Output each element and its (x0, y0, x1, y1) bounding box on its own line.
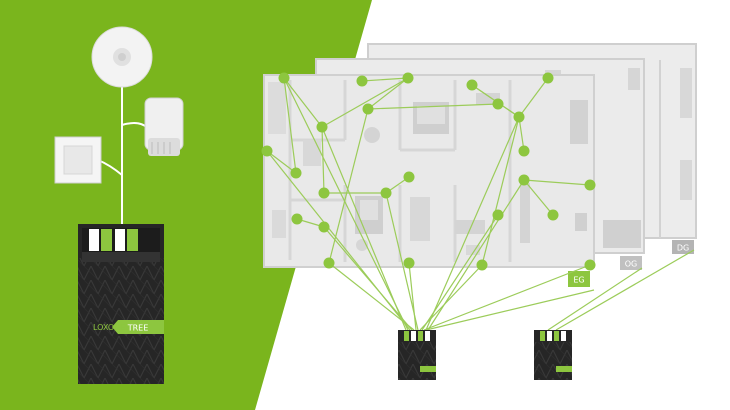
node (584, 179, 596, 191)
tree-badge-label: TREE (127, 324, 149, 333)
node (403, 257, 415, 269)
floor-label-eg: EG (568, 271, 590, 287)
node (403, 171, 415, 183)
wall-switch-icon (54, 136, 102, 184)
node (323, 257, 335, 269)
valve-actuator-icon (144, 97, 184, 156)
node (362, 103, 374, 115)
node (518, 174, 530, 186)
svg-text:OG: OG (625, 260, 638, 269)
floor-label-dg: DG (672, 240, 694, 254)
tree-links (266, 77, 695, 331)
node (518, 145, 530, 157)
node (318, 221, 330, 233)
node (584, 259, 596, 271)
tree-module-og-dg (534, 330, 572, 380)
node (318, 187, 330, 199)
brand-label: LOXONE (93, 323, 125, 332)
node (278, 72, 290, 84)
svg-text:EG: EG (573, 276, 584, 285)
node (402, 72, 414, 84)
node (492, 98, 504, 110)
node (476, 259, 488, 271)
svg-text:DG: DG (677, 244, 689, 253)
node (316, 121, 328, 133)
node (356, 75, 368, 87)
node (547, 209, 559, 221)
tree-badge-bg (112, 320, 164, 334)
node (290, 167, 302, 179)
tree-extension-module: TREE LOXONE (78, 224, 164, 384)
node (542, 72, 554, 84)
node (466, 79, 478, 91)
node (261, 145, 273, 157)
tree-module-eg (398, 330, 436, 380)
floor-plan-eg (263, 74, 595, 268)
tree-nodes (261, 72, 596, 271)
motion-sensor-icon (91, 26, 153, 88)
floor-label-og: OG (620, 256, 642, 270)
node (380, 187, 392, 199)
node (492, 209, 504, 221)
node (513, 111, 525, 123)
node (291, 213, 303, 225)
